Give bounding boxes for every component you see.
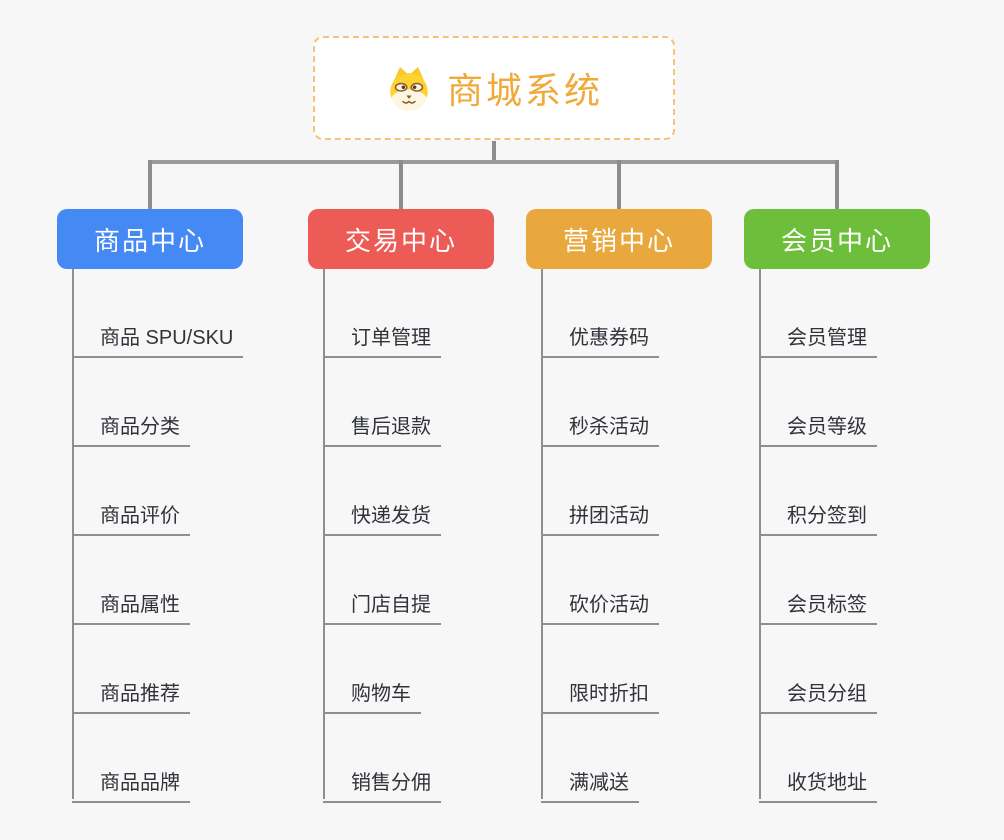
- root-node[interactable]: 商城系统: [313, 36, 675, 140]
- root-title: 商城系统: [446, 70, 603, 111]
- leaf-node[interactable]: 商品品牌: [72, 766, 190, 803]
- leaf-item: 会员分组: [759, 625, 930, 714]
- leaf-node[interactable]: 拼团活动: [541, 499, 659, 536]
- branch-column-marketing-center: 营销中心优惠券码秒杀活动拼团活动砍价活动限时折扣满减送: [526, 209, 712, 803]
- leaf-node[interactable]: 商品属性: [72, 588, 190, 625]
- leaf-item: 满减送: [541, 714, 712, 803]
- leaf-node[interactable]: 秒杀活动: [541, 410, 659, 447]
- connector-stub-product-center: [148, 160, 152, 210]
- leaf-item: 商品品牌: [72, 714, 243, 803]
- leaf-node[interactable]: 商品推荐: [72, 677, 190, 714]
- leaf-node[interactable]: 购物车: [323, 677, 421, 714]
- leaf-node[interactable]: 商品分类: [72, 410, 190, 447]
- leaf-node[interactable]: 砍价活动: [541, 588, 659, 625]
- leaf-item: 商品分类: [72, 358, 243, 447]
- dog-icon: [390, 67, 428, 111]
- branch-trunk-line: [541, 269, 543, 799]
- branch-trunk-line: [759, 269, 761, 799]
- leaf-item: 销售分佣: [323, 714, 494, 803]
- leaf-node[interactable]: 会员等级: [759, 410, 877, 447]
- leaf-item: 会员标签: [759, 536, 930, 625]
- leaf-item: 商品 SPU/SKU: [72, 269, 244, 358]
- leaf-item: 会员等级: [759, 358, 930, 447]
- leaf-node[interactable]: 销售分佣: [323, 766, 441, 803]
- leaf-node[interactable]: 会员管理: [759, 321, 877, 358]
- leaf-node[interactable]: 满减送: [541, 766, 639, 803]
- branch-trunk-line: [323, 269, 325, 799]
- leaf-node[interactable]: 限时折扣: [541, 677, 659, 714]
- branch-node-product-center[interactable]: 商品中心: [57, 209, 243, 269]
- leaf-item: 门店自提: [323, 536, 494, 625]
- leaf-item: 限时折扣: [541, 625, 712, 714]
- leaf-item: 秒杀活动: [541, 358, 712, 447]
- branch-column-trade-center: 交易中心订单管理售后退款快递发货门店自提购物车销售分佣: [308, 209, 494, 803]
- connector-stub-trade-center: [399, 160, 403, 210]
- leaf-item: 商品推荐: [72, 625, 243, 714]
- branch-trunk-line: [72, 269, 74, 799]
- leaf-node[interactable]: 快递发货: [323, 499, 441, 536]
- leaf-node[interactable]: 优惠券码: [541, 321, 659, 358]
- leaf-node[interactable]: 售后退款: [323, 410, 441, 447]
- branch-column-product-center: 商品中心商品 SPU/SKU 商品分类商品评价商品属性商品推荐商品品牌: [57, 209, 244, 803]
- leaf-item: 拼团活动: [541, 447, 712, 536]
- leaf-node[interactable]: 订单管理: [323, 321, 441, 358]
- leaf-item: 砍价活动: [541, 536, 712, 625]
- connector-stub-member-center: [835, 160, 839, 210]
- leaf-node[interactable]: 收货地址: [759, 766, 877, 803]
- leaf-item: 售后退款: [323, 358, 494, 447]
- branch-column-member-center: 会员中心会员管理会员等级积分签到会员标签会员分组收货地址: [744, 209, 930, 803]
- leaf-item: 快递发货: [323, 447, 494, 536]
- leaf-node[interactable]: 积分签到: [759, 499, 877, 536]
- leaf-item: 收货地址: [759, 714, 930, 803]
- leaf-item: 会员管理: [759, 269, 930, 358]
- leaf-node[interactable]: 会员分组: [759, 677, 877, 714]
- leaf-node[interactable]: 会员标签: [759, 588, 877, 625]
- connector-horizontal-bar: [148, 160, 839, 164]
- leaf-node[interactable]: 门店自提: [323, 588, 441, 625]
- leaf-item: 购物车: [323, 625, 494, 714]
- branch-node-marketing-center[interactable]: 营销中心: [526, 209, 712, 269]
- branch-node-trade-center[interactable]: 交易中心: [308, 209, 494, 269]
- leaf-node[interactable]: 商品评价: [72, 499, 190, 536]
- connector-root-vertical: [492, 141, 496, 163]
- leaf-item: 优惠券码: [541, 269, 712, 358]
- leaf-item: 商品属性: [72, 536, 243, 625]
- leaf-item: 商品评价: [72, 447, 243, 536]
- leaf-item: 订单管理: [323, 269, 494, 358]
- leaf-node[interactable]: 商品 SPU/SKU: [72, 321, 244, 358]
- leaf-item: 积分签到: [759, 447, 930, 536]
- branch-node-member-center[interactable]: 会员中心: [744, 209, 930, 269]
- connector-stub-marketing-center: [617, 160, 621, 210]
